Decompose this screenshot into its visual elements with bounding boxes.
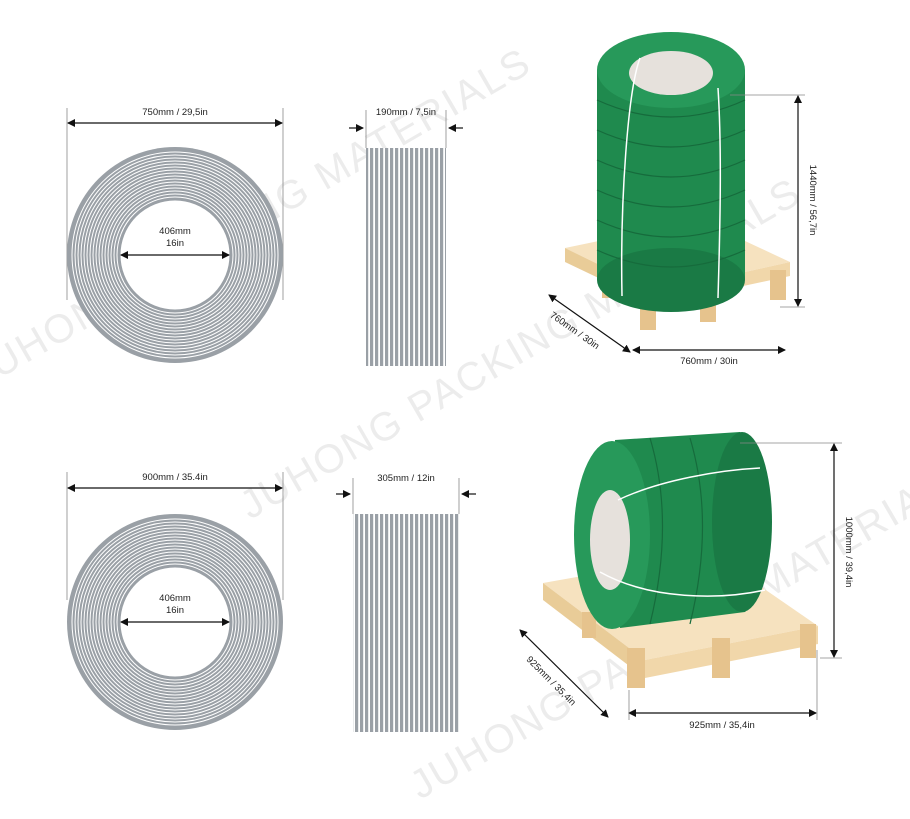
winding-ring (110, 557, 240, 687)
small-coil-front-view: 406mm 16in (67, 147, 283, 363)
winding-ring (113, 560, 237, 684)
coil-band-line (596, 189, 746, 208)
small-coil-side-view: 190mm / 7,5in (349, 107, 463, 366)
winding-ring (104, 551, 246, 693)
winding-ring (116, 563, 234, 681)
winding-ring (74, 521, 276, 723)
winding-ring (71, 151, 279, 359)
winding-ring (98, 178, 252, 332)
winding-ring (86, 166, 264, 344)
coil-band-line (596, 219, 746, 238)
winding-ring (89, 536, 261, 708)
winding-ring (92, 539, 258, 705)
large-outer-dim-label: 900mm / 35.4in (142, 472, 207, 483)
large-outer-dimension: 900mm / 35.4in (66, 472, 284, 600)
winding-ring (86, 533, 264, 711)
winding-ring (110, 190, 240, 320)
coil-band-line (596, 249, 746, 268)
winding-ring (80, 160, 270, 350)
large-coil-front-view: 406mm 16in (67, 514, 283, 730)
small-width-dim-label: 190mm / 7,5in (376, 107, 436, 118)
coil-band-line (649, 437, 664, 625)
small-outer-dim-label: 750mm / 29,5in (142, 107, 207, 118)
winding-ring (77, 524, 273, 720)
large-height-dim-label: 1000mm / 39,4in (843, 517, 854, 588)
winding-ring (83, 163, 267, 347)
coil-band-line (596, 99, 746, 118)
winding-ring (95, 175, 255, 335)
small-coil-pallet-illustration: 1440mm / 56,7in 760mm / 30in 760mm / 30i… (548, 32, 818, 367)
large-pallet-width-label: 925mm / 35,4in (689, 720, 754, 731)
winding-ring (83, 530, 267, 714)
winding-ring (101, 181, 249, 329)
small-height-dim-label: 1440mm / 56,7in (807, 165, 818, 236)
winding-ring (107, 187, 243, 323)
winding-ring (101, 548, 249, 696)
coil-band-line (596, 129, 746, 148)
coil-band-line (689, 437, 704, 625)
coil-band-line (596, 159, 746, 178)
large-width-dim-label: 305mm / 12in (377, 473, 435, 484)
large-coil-side-view: 305mm / 12in (336, 473, 476, 732)
winding-ring (77, 157, 273, 353)
large-inner-dim-mm: 406mm (159, 593, 191, 604)
winding-ring (107, 554, 243, 690)
large-inner-dim-in: 16in (166, 605, 184, 616)
winding-ring (104, 184, 246, 326)
small-inner-dim-in: 16in (166, 238, 184, 249)
winding-ring (95, 542, 255, 702)
winding-ring (98, 545, 252, 699)
small-inner-dim-mm: 406mm (159, 226, 191, 237)
winding-ring (74, 154, 276, 356)
winding-ring (80, 527, 270, 717)
small-pallet-width-label: 760mm / 30in (680, 356, 738, 367)
small-outer-dimension: 750mm / 29,5in (66, 107, 284, 300)
winding-ring (116, 196, 234, 314)
winding-ring (89, 169, 261, 341)
winding-ring (113, 193, 237, 317)
winding-ring (71, 518, 279, 726)
winding-ring (92, 172, 258, 338)
